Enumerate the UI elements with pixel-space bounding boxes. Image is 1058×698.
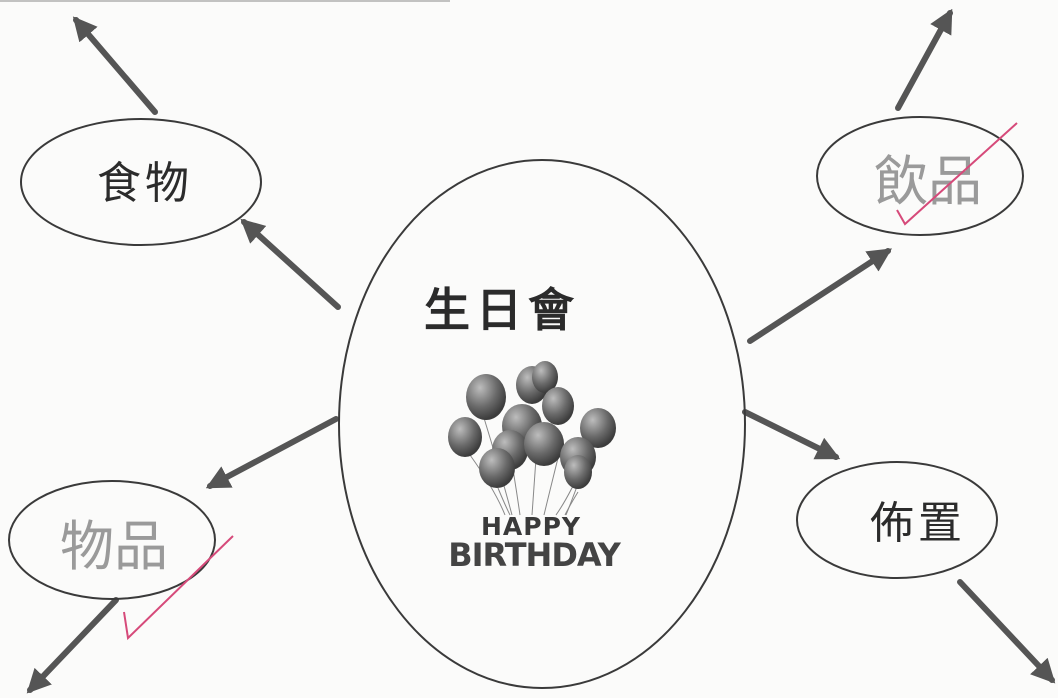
check-mark-items: [123, 535, 234, 641]
node-decor-oval: [796, 461, 998, 579]
node-decor: 佈置: [796, 461, 998, 579]
balloon: [542, 387, 574, 425]
balloon: [524, 422, 564, 466]
node-items-label: 物品: [60, 515, 168, 578]
node-food: 食物: [20, 118, 262, 246]
balloon: [466, 374, 506, 420]
check-mark-drinks: [896, 122, 1018, 226]
balloon: [580, 408, 616, 448]
arrow-decor-outward: [957, 579, 1056, 684]
arrow-drinks-outward: [895, 8, 953, 111]
balloon: [448, 417, 482, 457]
arrow-center-to-food: [240, 218, 341, 310]
node-items: 物品: [8, 480, 234, 641]
node-items-oval: [8, 480, 216, 600]
node-center-oval: [338, 159, 746, 689]
balloon: [479, 448, 515, 488]
happy-text: HAPPY: [481, 512, 581, 541]
birthday-text: BIRTHDAY: [448, 536, 621, 574]
balloon-shapes: [448, 361, 616, 489]
node-center-label: 生日會: [424, 283, 580, 337]
arrow-center-to-items: [205, 416, 339, 489]
node-food-label: 食物: [97, 158, 193, 209]
arrow-items-outward: [26, 597, 119, 694]
arrow-center-to-decor: [742, 409, 841, 460]
balloons-illustration: HAPPY BIRTHDAY: [448, 361, 623, 574]
node-drinks-oval: [816, 116, 1024, 236]
arrow-center-to-drinks: [747, 248, 893, 344]
node-drinks: 飲品: [816, 116, 1024, 236]
balloon: [564, 455, 592, 489]
balloon: [532, 361, 558, 393]
arrow-food-outward: [72, 16, 158, 115]
connector-arrows: [26, 8, 1056, 694]
node-center: 生日會: [338, 159, 746, 689]
node-food-oval: [20, 118, 262, 246]
node-decor-label: 佈置: [870, 498, 966, 549]
